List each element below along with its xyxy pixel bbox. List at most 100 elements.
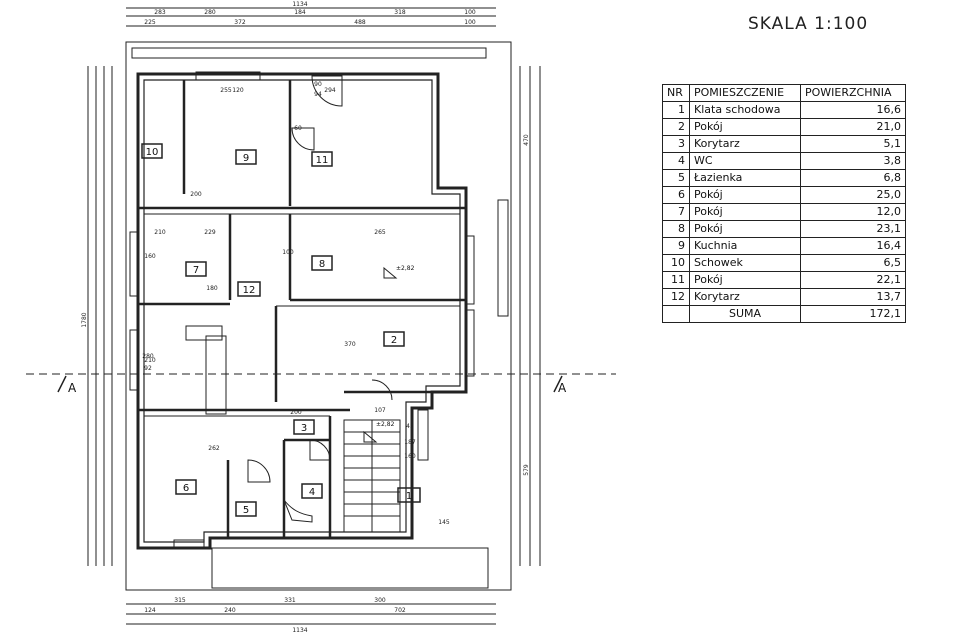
section-arrow-left xyxy=(57,375,67,393)
window-9 xyxy=(195,71,261,81)
dim-int-5: 120 xyxy=(232,87,244,94)
window-stair xyxy=(417,409,429,461)
row-area: 5,1 xyxy=(800,135,906,153)
door-4-swing xyxy=(309,439,331,461)
scale-title: SKALA 1:100 xyxy=(748,14,869,34)
window-2 xyxy=(465,309,475,377)
table-sum-row: SUMA 172,1 xyxy=(662,305,906,323)
dim-bottom-b: 331 xyxy=(284,597,296,604)
dim-top-total: 1134 xyxy=(292,1,307,8)
dim-int-17: 107 xyxy=(374,407,386,414)
dim-top2-d: 100 xyxy=(464,19,476,26)
door-5-swing xyxy=(247,459,271,483)
dim-right-b: 579 xyxy=(523,464,530,476)
roof-outline xyxy=(125,41,512,591)
dim-bottom2-a: 124 xyxy=(144,607,156,614)
level-mark-stair: ±2,82 xyxy=(376,421,395,428)
level-marks: ±2,82 ±2,82 xyxy=(376,265,415,428)
row-area: 3,8 xyxy=(800,152,906,170)
room-table-header: NR POMIESZCZENIE POWIERZCHNIA xyxy=(662,84,906,102)
row-name: Klata schodowa xyxy=(689,101,801,119)
dim-top-a: 283 xyxy=(154,9,166,16)
dim-int-1: 200 xyxy=(190,191,202,198)
door-11b-swing xyxy=(291,127,315,151)
dim-int-18: 145 xyxy=(438,519,450,526)
room-tag-11: 11 xyxy=(316,155,329,166)
window-east xyxy=(497,199,509,317)
dim-top2-c: 488 xyxy=(354,19,366,26)
eave-strip xyxy=(131,47,487,59)
room-tag-2: 2 xyxy=(391,335,397,346)
dim-int-24: 200 xyxy=(290,409,302,416)
dim-top-e: 100 xyxy=(464,9,476,16)
dim-int-7: 210 xyxy=(154,229,166,236)
header-room: POMIESZCZENIE xyxy=(689,84,801,102)
dim-int-20: 262 xyxy=(208,445,220,452)
level-mark-8: ±2,82 xyxy=(396,265,415,272)
dim-int-14: 210 xyxy=(144,357,156,364)
window-7 xyxy=(129,231,139,297)
room-tag-4: 4 xyxy=(309,487,315,498)
window-8 xyxy=(465,235,475,305)
column-corridor xyxy=(205,335,227,415)
sum-value: 172,1 xyxy=(800,305,906,323)
section-arrow-right xyxy=(553,375,563,393)
dim-int-3: 294 xyxy=(324,87,336,94)
terrace-outline xyxy=(211,547,489,589)
row-nr: 11 xyxy=(662,271,690,289)
room-tag-7: 7 xyxy=(193,265,199,276)
room-tag-1: 1 xyxy=(406,491,412,502)
dim-int-4: 255 xyxy=(220,87,232,94)
room-tag-6: 6 xyxy=(183,483,189,494)
section-label-right: A xyxy=(558,381,567,395)
column-7 xyxy=(185,325,223,341)
staircase xyxy=(343,419,401,533)
door-wc-swing xyxy=(283,499,313,523)
dim-bottom-c: 300 xyxy=(374,597,386,604)
dim-top2-a: 225 xyxy=(144,19,156,26)
exterior-wall xyxy=(136,72,468,550)
dim-left-total: 1780 xyxy=(81,312,88,327)
dim-right-a: 470 xyxy=(523,134,530,146)
dim-int-23: 94 xyxy=(314,91,322,98)
dim-int-13: 370 xyxy=(344,341,356,348)
dim-top-b: 280 xyxy=(204,9,216,16)
room-tag-12: 12 xyxy=(243,285,256,296)
door-2-swing xyxy=(371,379,393,401)
door-11-swing xyxy=(311,75,343,107)
header-area: POWIERZCHNIA xyxy=(800,84,906,102)
dim-top2-b: 372 xyxy=(234,19,246,26)
dim-top-c: 184 xyxy=(294,9,306,16)
dim-int-21: 42 xyxy=(406,423,414,430)
row-area: 6,5 xyxy=(800,254,906,272)
room-tag-3: 3 xyxy=(301,423,307,434)
dim-int-16: 92 xyxy=(144,365,152,372)
dim-top-d: 318 xyxy=(394,9,406,16)
dim-int-10: 100 xyxy=(282,249,294,256)
room-tag-10: 10 xyxy=(146,147,159,158)
dim-bottom-a: 315 xyxy=(174,597,186,604)
row-name: WC xyxy=(689,152,801,170)
dim-int-11: 180 xyxy=(206,285,218,292)
row-area: 25,0 xyxy=(800,186,906,204)
room-tag-8: 8 xyxy=(319,259,325,270)
dim-int-22: 187 xyxy=(404,439,416,446)
row-name: Schowek xyxy=(689,254,801,272)
sum-label: SUMA xyxy=(689,305,801,323)
room-tag-9: 9 xyxy=(243,153,249,164)
level-triangle-8 xyxy=(383,266,398,279)
room-tag-5: 5 xyxy=(243,505,249,516)
dim-int-15: 280 xyxy=(142,353,154,360)
window-6 xyxy=(173,539,205,549)
dimension-texts: 1134 283 280 184 318 100 225 372 488 100… xyxy=(81,1,530,634)
dim-bottom2-c: 702 xyxy=(394,607,406,614)
dim-int-19: 160 xyxy=(404,453,416,460)
